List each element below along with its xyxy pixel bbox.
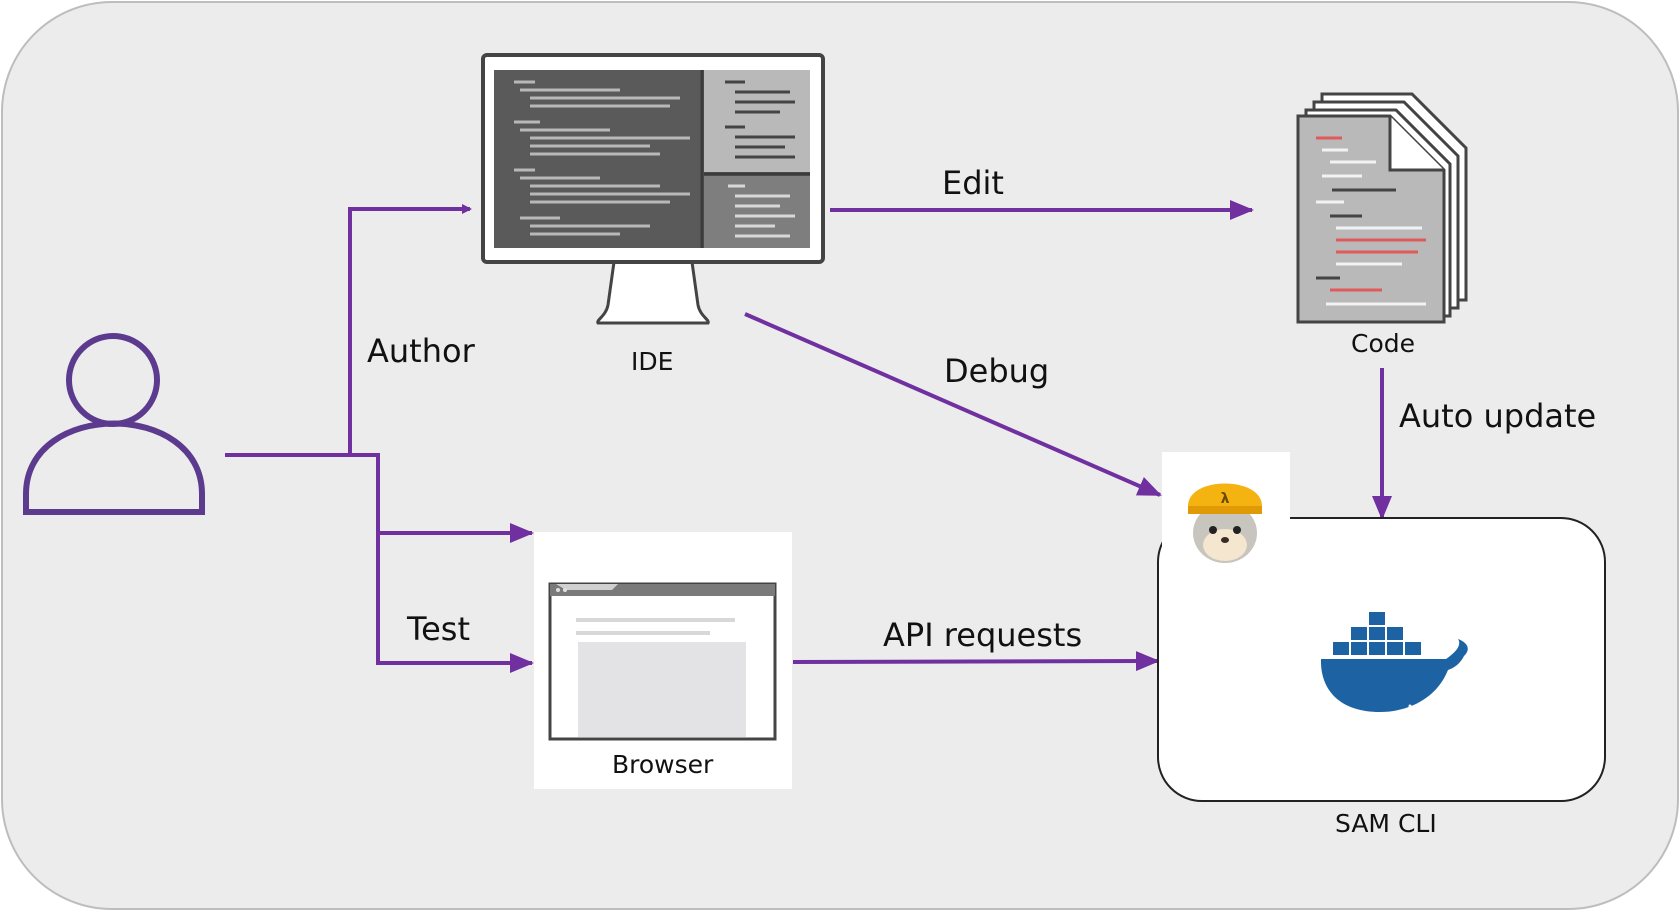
author-arrow bbox=[348, 204, 472, 455]
edit-label: Edit bbox=[942, 164, 1004, 202]
author-connector bbox=[225, 453, 534, 543]
code-label: Code bbox=[1351, 329, 1416, 358]
test-label: Test bbox=[407, 610, 471, 648]
monitor-icon bbox=[481, 53, 825, 325]
test-arrow bbox=[376, 533, 534, 673]
docker-whale-icon bbox=[1320, 612, 1468, 712]
ide-label: IDE bbox=[631, 347, 674, 376]
sam-cli-label: SAM CLI bbox=[1335, 809, 1437, 838]
debug-arrow bbox=[744, 312, 1162, 497]
user-icon bbox=[23, 333, 205, 515]
documents-icon bbox=[1296, 92, 1468, 324]
debug-label: Debug bbox=[944, 352, 1050, 390]
svg-text:λ: λ bbox=[1221, 491, 1230, 507]
browser-label: Browser bbox=[612, 750, 714, 779]
api-requests-arrow bbox=[792, 651, 1160, 672]
api-requests-label: API requests bbox=[883, 616, 1083, 654]
auto-update-label: Auto update bbox=[1399, 397, 1597, 435]
author-label: Author bbox=[367, 332, 475, 370]
browser-window-icon bbox=[534, 532, 792, 789]
sam-squirrel-icon: λ bbox=[1162, 452, 1290, 574]
